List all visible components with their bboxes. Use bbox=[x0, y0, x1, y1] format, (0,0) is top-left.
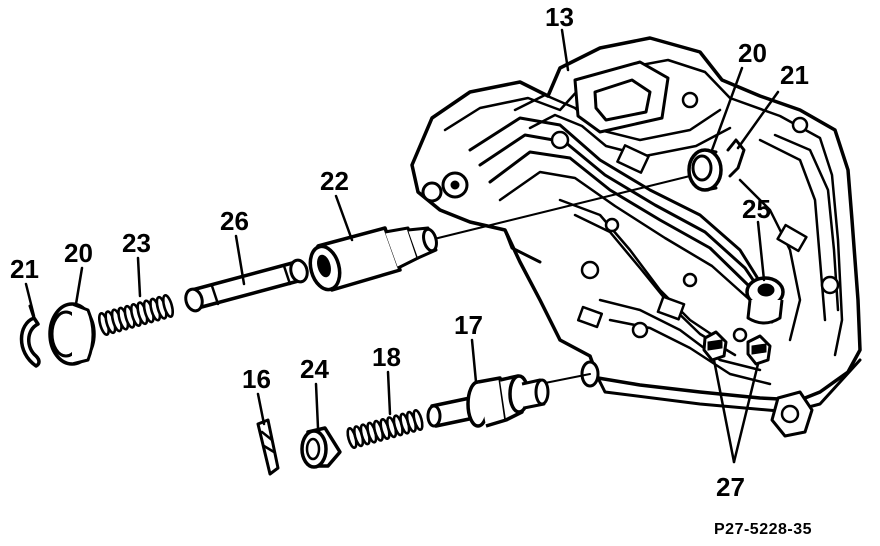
label-25: 25 bbox=[742, 194, 771, 224]
leader-lines bbox=[24, 28, 780, 464]
part-23-spring bbox=[97, 294, 175, 336]
spring-coil bbox=[412, 409, 424, 431]
part-17-valve-spool bbox=[426, 374, 550, 428]
label-20-left: 20 bbox=[64, 238, 93, 268]
part-25-plug bbox=[745, 276, 785, 325]
part-27-check-pins bbox=[702, 330, 772, 366]
label-27: 27 bbox=[716, 472, 745, 502]
valve-body-housing bbox=[410, 36, 862, 438]
label-23: 23 bbox=[122, 228, 151, 258]
label-17: 17 bbox=[454, 310, 483, 340]
part-16-retaining-pin bbox=[256, 418, 280, 476]
label-26: 26 bbox=[220, 206, 249, 236]
label-13: 13 bbox=[545, 2, 574, 32]
alignment-line-upper bbox=[429, 175, 691, 241]
part-24-cap bbox=[300, 426, 342, 469]
part-21-retaining-clip bbox=[19, 304, 41, 368]
alignment-line-lower bbox=[539, 373, 591, 385]
label-22: 22 bbox=[320, 166, 349, 196]
part-21-clip-installed bbox=[726, 138, 746, 178]
label-21-left: 21 bbox=[10, 254, 39, 284]
label-18: 18 bbox=[372, 342, 401, 372]
figure-reference-code: P27-5228-35 bbox=[714, 521, 812, 538]
label-20-body: 20 bbox=[738, 38, 767, 68]
label-24: 24 bbox=[300, 354, 329, 384]
part-20-plug-installed bbox=[687, 148, 723, 192]
part-18-spring bbox=[346, 409, 424, 449]
part-20-plug bbox=[48, 302, 96, 366]
part-22-valve-sleeve bbox=[308, 226, 438, 292]
label-21-body: 21 bbox=[780, 60, 809, 90]
spring-coil bbox=[161, 294, 175, 318]
part-26-shaft bbox=[184, 258, 309, 313]
label-16: 16 bbox=[242, 364, 271, 394]
